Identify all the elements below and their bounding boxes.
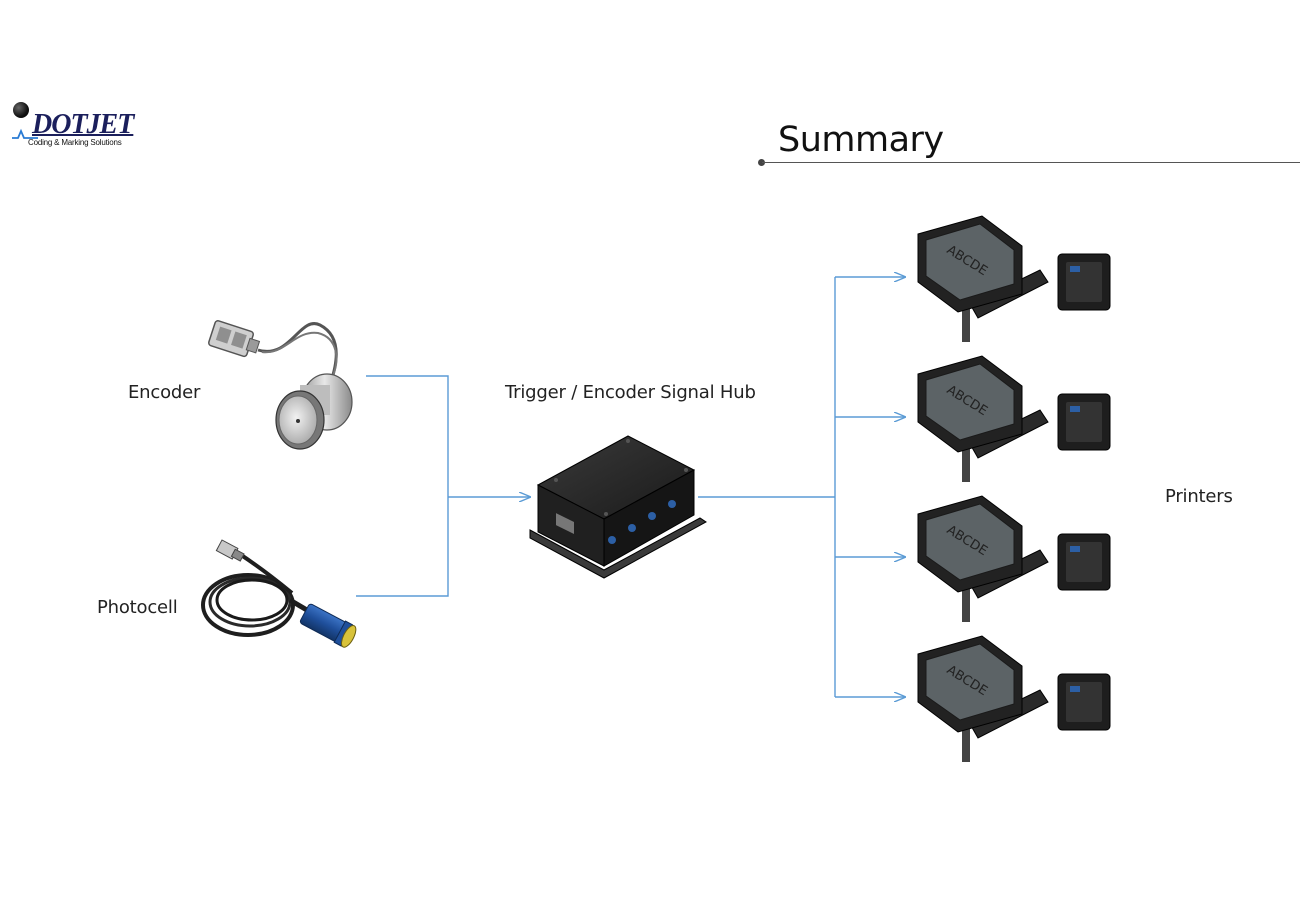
printers-label: Printers: [1165, 486, 1233, 507]
printer-image-4: ABCDE: [917, 635, 1111, 762]
title-rule: [762, 162, 1300, 163]
photocell-image: [201, 539, 357, 648]
encoder-label: Encoder: [128, 382, 201, 403]
logo-wave-icon: [12, 128, 38, 139]
printer-image-3: ABCDE: [917, 495, 1111, 622]
logo-ball-icon: [13, 102, 29, 118]
title-rule-dot: [758, 159, 765, 166]
page-title: Summary: [778, 120, 944, 160]
printer-image-2: ABCDE: [917, 355, 1111, 482]
logo-wordmark: DOTJET: [32, 109, 134, 140]
signal-hub-image: [529, 435, 707, 579]
printer-image-1: ABCDE: [917, 215, 1111, 342]
logo-tagline: Coding & Marking Solutions: [28, 138, 122, 147]
encoder-image: [207, 320, 353, 450]
connector-lines: [356, 277, 905, 697]
dotjet-logo: DOTJET Coding & Marking Solutions: [10, 100, 160, 152]
signal-hub-label: Trigger / Encoder Signal Hub: [505, 382, 756, 403]
photocell-label: Photocell: [97, 597, 178, 618]
